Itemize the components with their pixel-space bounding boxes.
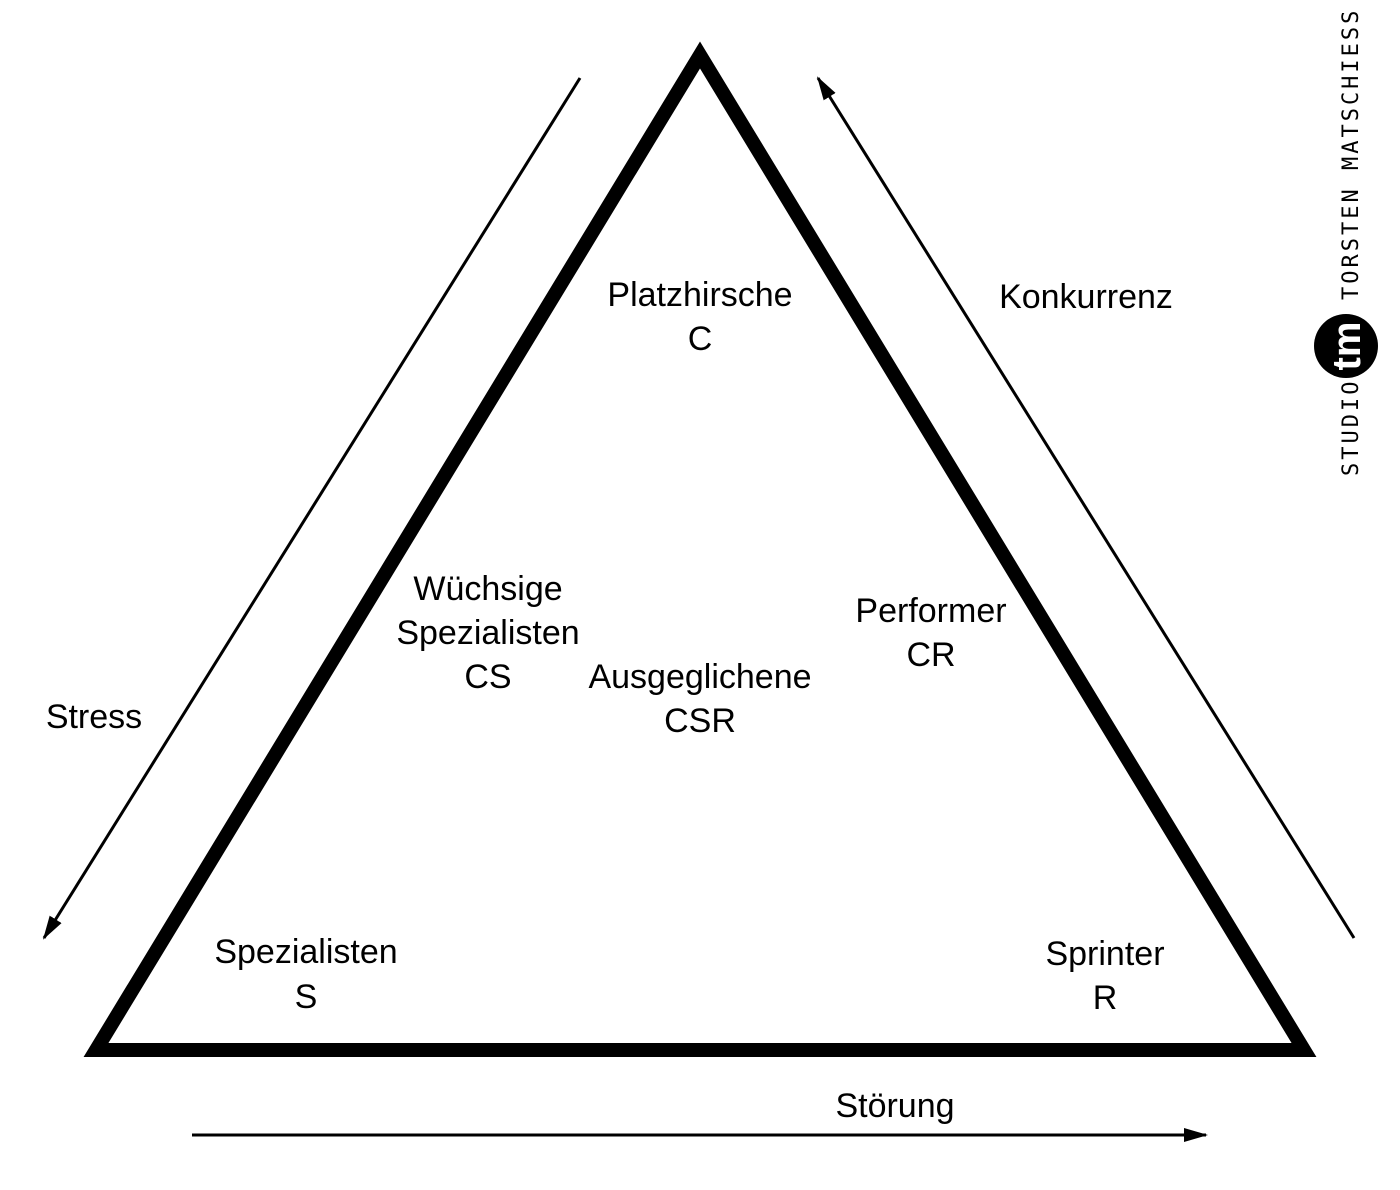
stress-label: Stress (46, 698, 142, 736)
performer-code: CR (906, 636, 955, 674)
wuechsige-label: Wüchsige (413, 570, 562, 608)
wuechsige-spezialisten-label: Spezialisten (396, 614, 579, 652)
stoerung-label: Störung (835, 1087, 954, 1125)
konkurrenz-arrow (816, 76, 1356, 939)
brand-studio: STUDIO (1339, 379, 1364, 476)
brand-logo-icon (1314, 314, 1378, 378)
ausgeglichene-label: Ausgeglichene (588, 658, 811, 696)
ausgeglichene-code: CSR (664, 702, 736, 740)
csr-triangle (83, 41, 1317, 1057)
stress-arrow (42, 77, 582, 940)
wuechsige-code: CS (464, 658, 511, 696)
performer-label: Performer (855, 592, 1006, 630)
spezialisten-code: S (295, 978, 318, 1016)
studio-branding: TORSTEN MATSCHIESS tm STUDIO (1314, 8, 1378, 476)
brand-name: TORSTEN MATSCHIESS (1339, 8, 1364, 300)
spezialisten-label: Spezialisten (214, 933, 397, 971)
platzhirsche-label: Platzhirsche (607, 276, 792, 314)
konkurrenz-label: Konkurrenz (999, 278, 1173, 316)
sprinter-label: Sprinter (1045, 935, 1164, 973)
sprinter-code: R (1093, 979, 1118, 1017)
brand-logo-text: tm (1325, 322, 1369, 371)
platzhirsche-code: C (688, 320, 713, 358)
